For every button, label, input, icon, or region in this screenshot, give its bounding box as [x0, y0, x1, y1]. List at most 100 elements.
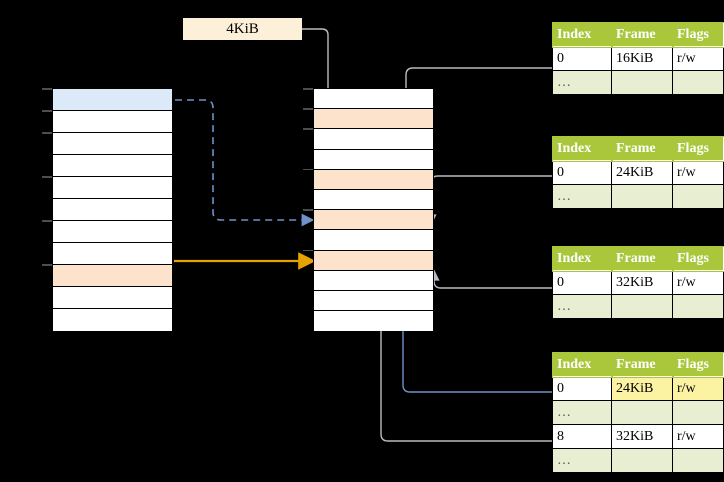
physical-memory-row	[314, 210, 433, 231]
table-ellipsis-row: …	[552, 184, 724, 209]
boundary-tick	[42, 132, 52, 134]
cell-frame: 24KiB	[611, 376, 673, 401]
table-ellipsis-row: …	[552, 448, 724, 473]
cell-flags: r/w	[672, 424, 724, 449]
physical-memory-column	[313, 88, 434, 332]
boundary-tick	[42, 220, 52, 222]
column-header-frame: Frame	[610, 21, 674, 48]
cell-frame	[611, 70, 673, 95]
cell-frame	[611, 400, 673, 425]
boundary-tick	[303, 249, 313, 252]
cell-flags: r/w	[672, 376, 724, 401]
wire-memory-to-table-3	[425, 175, 552, 226]
cell-index: 0	[552, 160, 612, 185]
column-header-index: Index	[551, 351, 613, 378]
virtual-address-space-row	[53, 133, 172, 155]
physical-memory-row	[314, 250, 433, 271]
cell-flags	[672, 400, 724, 425]
column-header-flags: Flags	[671, 21, 724, 48]
boundary-tick	[303, 88, 313, 90]
virtual-address-space-row	[53, 111, 172, 133]
physical-memory-row	[314, 149, 433, 170]
wire-virtual-page-to-frame	[175, 99, 315, 227]
physical-memory-row	[314, 189, 433, 211]
cell-index: …	[552, 294, 612, 319]
cell-flags: r/w	[672, 270, 724, 295]
column-header-frame: Frame	[610, 351, 674, 378]
virtual-address-space-row	[53, 199, 172, 221]
cell-flags: r/w	[672, 160, 724, 185]
physical-memory-row	[314, 129, 433, 150]
cell-index: 0	[552, 270, 612, 295]
column-header-index: Index	[551, 21, 613, 48]
cell-frame: 32KiB	[611, 424, 673, 449]
physical-memory-row	[314, 169, 433, 190]
physical-memory-row	[314, 230, 433, 251]
cell-frame: 24KiB	[611, 160, 673, 185]
cell-flags	[672, 70, 724, 95]
boundary-tick	[303, 108, 313, 110]
cell-flags	[672, 448, 724, 473]
column-header-flags: Flags	[671, 245, 724, 272]
physical-memory-row	[314, 311, 433, 332]
cell-flags	[672, 184, 724, 209]
virtual-address-space-row	[53, 265, 172, 287]
physical-memory-row	[314, 290, 433, 312]
virtual-address-space-column	[52, 88, 173, 331]
virtual-address-space-row	[53, 221, 172, 243]
column-header-flags: Flags	[671, 351, 724, 378]
boundary-tick	[303, 168, 313, 171]
table-ellipsis-row: …	[552, 70, 724, 95]
virtual-address-space-row	[53, 309, 172, 331]
boundary-tick	[42, 110, 52, 112]
virtual-address-space-row	[53, 177, 172, 199]
cell-frame: 16KiB	[611, 46, 673, 71]
cell-frame	[611, 294, 673, 319]
boundary-tick	[42, 88, 52, 90]
virtual-address-space-row	[53, 155, 172, 177]
physical-memory-row	[314, 89, 433, 110]
cell-index: …	[552, 448, 612, 473]
cell-frame: 32KiB	[611, 270, 673, 295]
table-ellipsis-row: …	[552, 400, 724, 425]
cell-frame	[611, 184, 673, 209]
page-size-label: 4KiB	[183, 18, 302, 40]
column-header-frame: Frame	[610, 135, 674, 162]
column-header-index: Index	[551, 135, 613, 162]
virtual-address-space-row	[53, 243, 172, 265]
table-ellipsis-row: …	[552, 294, 724, 319]
boundary-tick	[303, 128, 313, 130]
column-header-index: Index	[551, 245, 613, 272]
cell-frame	[611, 448, 673, 473]
cell-index: …	[552, 70, 612, 95]
cell-index: …	[552, 184, 612, 209]
cell-flags	[672, 294, 724, 319]
cell-index: 8	[552, 424, 612, 449]
physical-memory-row	[314, 109, 433, 130]
boundary-tick	[303, 209, 313, 211]
cell-index: 0	[552, 46, 612, 71]
boundary-tick	[42, 264, 52, 266]
virtual-address-space-row	[53, 287, 172, 309]
boundary-tick	[42, 176, 52, 178]
column-header-flags: Flags	[671, 135, 724, 162]
column-header-frame: Frame	[610, 245, 674, 272]
wire-table-2-to-memory	[428, 269, 552, 289]
cell-index: 0	[552, 376, 612, 401]
cell-flags: r/w	[672, 46, 724, 71]
virtual-address-space-row	[53, 89, 172, 111]
